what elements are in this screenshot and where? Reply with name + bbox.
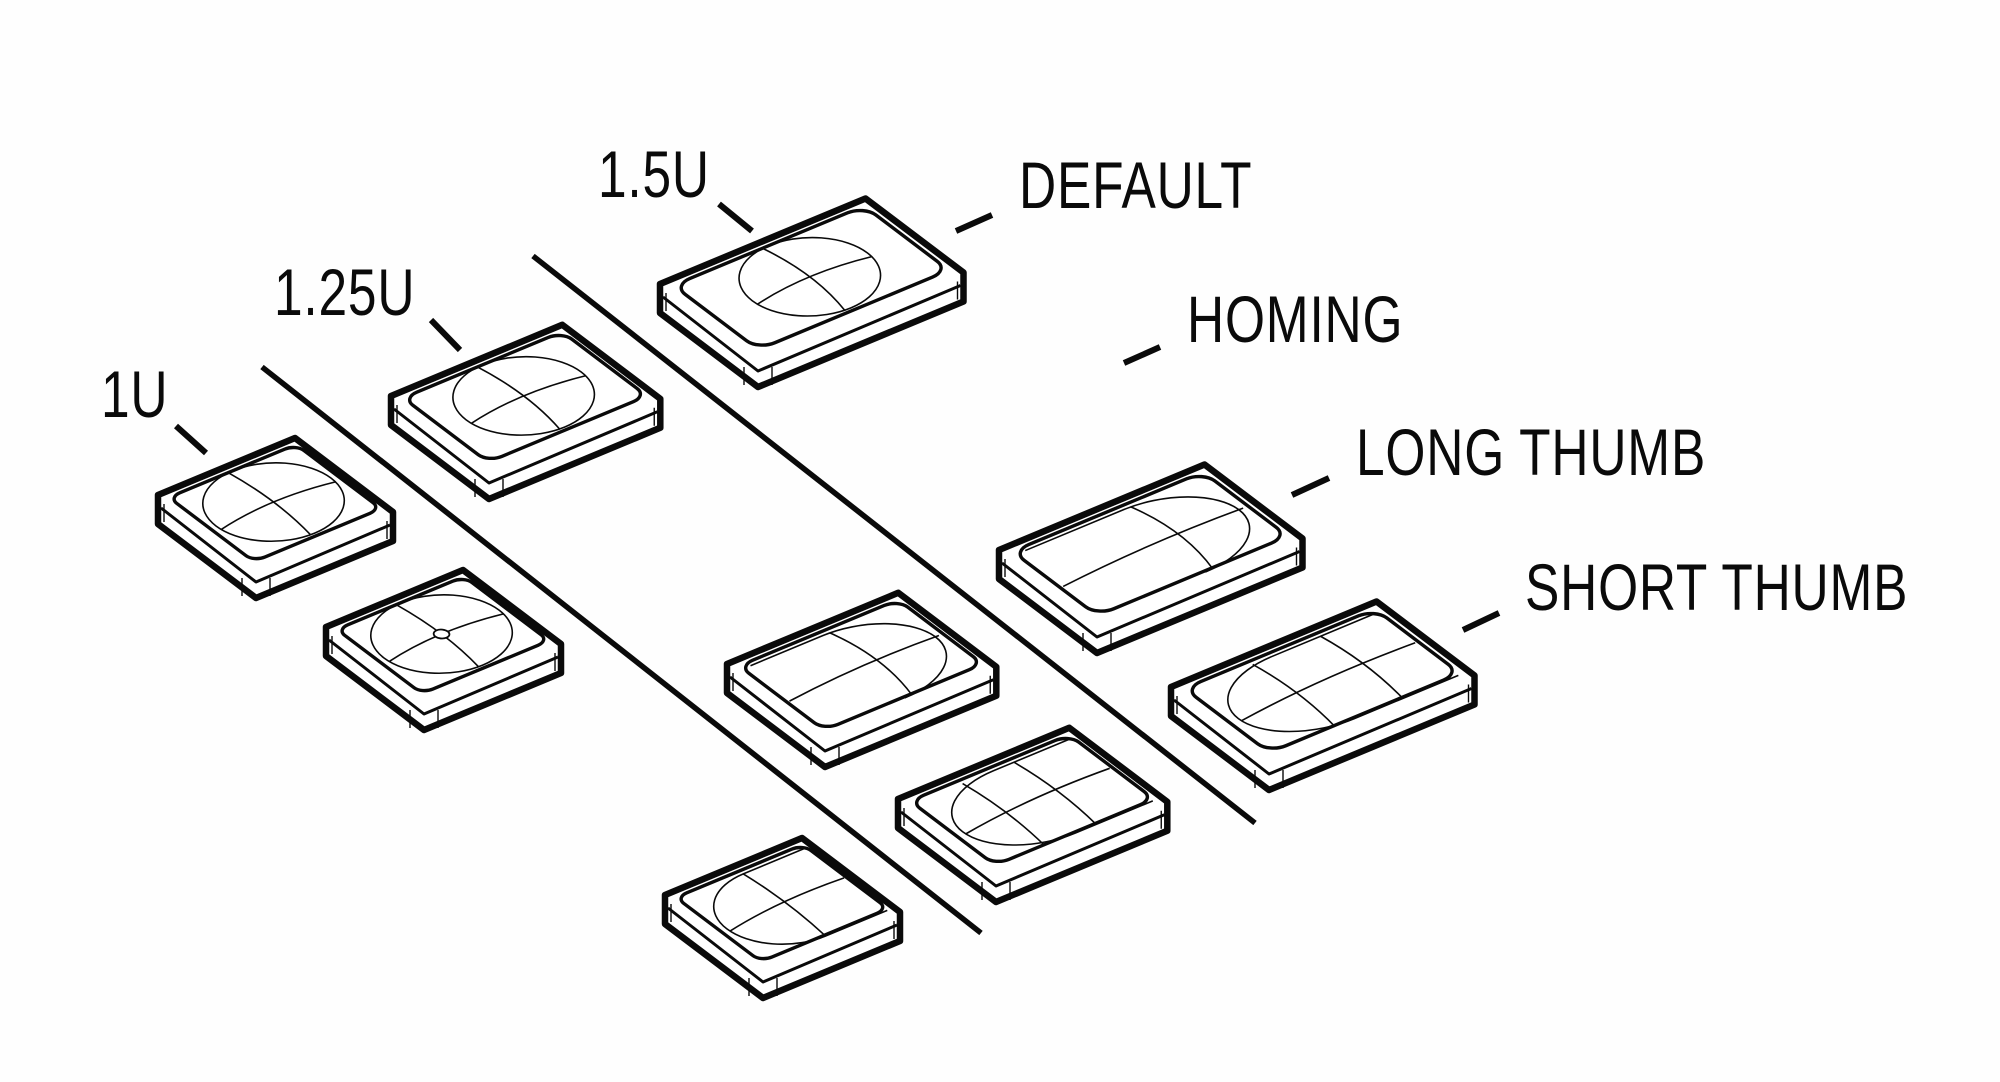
keycap-outline xyxy=(387,321,664,503)
keycap-skirt-line xyxy=(1001,550,1301,639)
keycaps xyxy=(158,199,1475,999)
size-label-1.5u: 1.5U xyxy=(598,137,710,211)
keycap-top-face xyxy=(676,844,889,962)
keycap-1U-homing xyxy=(326,570,561,730)
dish-grid-line xyxy=(1235,642,1420,721)
dish-outline xyxy=(343,579,540,689)
tick-long-thumb xyxy=(1290,475,1331,498)
homing-dot-icon xyxy=(430,628,452,641)
dish-outline xyxy=(175,447,372,557)
dish-grid-line xyxy=(228,471,314,535)
row-label-short-thumb: SHORT THUMB xyxy=(1525,550,1909,624)
dish-outline xyxy=(1025,479,1280,613)
keycap-skirt-line xyxy=(328,638,559,716)
tick-default xyxy=(954,212,994,234)
dish-grid-line xyxy=(743,873,828,936)
keycap-outline xyxy=(656,195,967,391)
dish-outline xyxy=(711,222,908,332)
keycap-top-face xyxy=(910,735,1155,866)
dish-grid-line xyxy=(830,630,920,695)
keycap-top-face xyxy=(1184,609,1461,753)
dish-outline xyxy=(922,739,1153,863)
keycap-top-face xyxy=(337,576,549,693)
keycap-outline xyxy=(723,589,1000,771)
keycap-1_25U-short-thumb xyxy=(898,728,1167,902)
leader-ticks xyxy=(173,201,1501,633)
keycap-1_5U-default xyxy=(660,199,964,388)
dish-grid-line xyxy=(1131,504,1221,569)
dish-grid-line xyxy=(724,877,849,931)
dish-grid-line xyxy=(762,246,850,311)
keycap-top-face xyxy=(673,206,949,350)
dish-grid-line xyxy=(1014,761,1100,825)
keycap-top-face xyxy=(169,444,381,561)
keycap-outline xyxy=(995,461,1306,657)
keycap-skirt-line xyxy=(160,506,391,584)
row-label-homing: HOMING xyxy=(1187,282,1404,356)
keycap-skirt-line xyxy=(1173,687,1473,776)
dish-grid-line xyxy=(1059,507,1246,586)
tick-1.25u xyxy=(428,317,463,353)
dish-grid-line xyxy=(959,767,1114,834)
keycap-skirt-line xyxy=(393,407,658,485)
keycap-1U-default xyxy=(158,438,393,598)
keycap-1U-short-thumb xyxy=(665,838,900,998)
tick-homing xyxy=(1122,344,1162,366)
dish-grid-line xyxy=(785,634,942,701)
dish-grid-line xyxy=(477,365,564,429)
keycap-1_25U-long-thumb xyxy=(727,593,996,767)
column-dividers xyxy=(260,253,1257,936)
keycap-skirt-line xyxy=(662,284,962,373)
dish-grid-line xyxy=(1253,663,1339,727)
size-label-1.25u: 1.25U xyxy=(274,255,416,329)
keycap-top-face xyxy=(403,332,647,462)
keycap-1_5U-short-thumb xyxy=(1171,602,1475,791)
size-label-1u: 1U xyxy=(101,357,169,431)
keycap-skirt-line xyxy=(667,906,898,984)
keycap-1_25U-default xyxy=(391,325,660,499)
row-label-long-thumb: LONG THUMB xyxy=(1356,415,1707,489)
keycap-skirt-line xyxy=(900,810,1165,888)
dish-grid-line xyxy=(1321,635,1407,699)
keycap-1_5U-long-thumb xyxy=(999,465,1303,654)
dish-outline xyxy=(1197,613,1458,750)
keycap-top-face xyxy=(1012,472,1289,616)
tick-short-thumb xyxy=(1461,610,1501,633)
divider-1u-1.25u xyxy=(260,364,983,936)
dish-outline xyxy=(686,848,888,960)
tick-1.5u xyxy=(717,201,754,234)
keycap-skirt-line xyxy=(729,675,994,753)
dish-outline xyxy=(425,341,622,451)
divider-1.25u-1.5u xyxy=(531,253,1257,826)
tick-1u xyxy=(173,423,209,456)
keycap-top-face xyxy=(739,600,984,731)
dish-outline xyxy=(751,606,977,728)
row-label-default: DEFAULT xyxy=(1019,148,1253,222)
dish-grid-line xyxy=(963,782,1049,846)
